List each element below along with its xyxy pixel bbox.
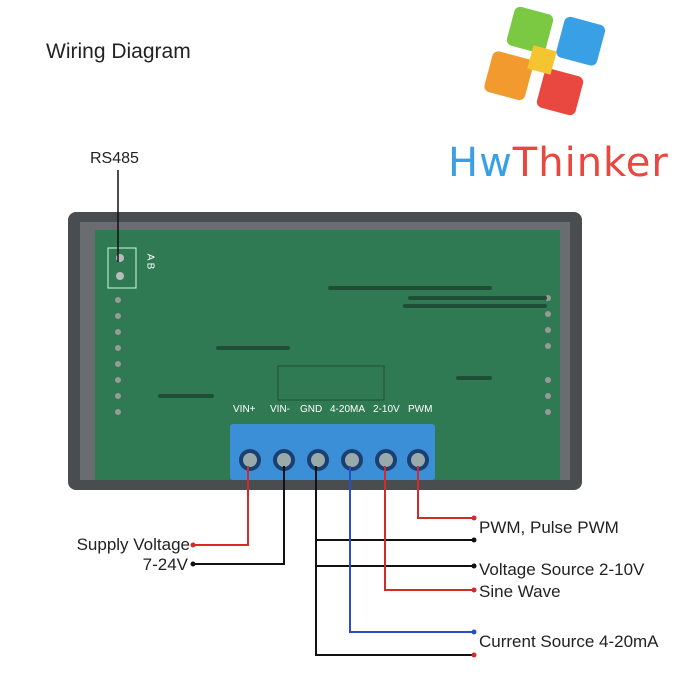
wire-2-10v (384, 466, 474, 591)
brand-part1: Hw (448, 140, 513, 186)
hwthinker-logo-icon (484, 6, 606, 116)
sine-wave-label: Sine Wave (479, 582, 561, 601)
wire-gnd (315, 466, 474, 656)
rs485-label: RS485 (90, 150, 139, 167)
wire-4-20ma (349, 466, 474, 633)
terminal-label: PWM (408, 404, 433, 415)
terminal-label: VIN+ (233, 404, 256, 415)
supply-range-label: 7-24V (142, 555, 188, 574)
brand-part2: Thinker (512, 140, 669, 186)
current-source-label: Current Source 4-20mA (479, 632, 659, 651)
terminal-label: VIN- (270, 404, 290, 415)
wire-vin-minus (193, 466, 285, 565)
diagram-title: Wiring Diagram (46, 40, 191, 63)
terminal-label: GND (300, 404, 323, 415)
wire-vin-plus (193, 466, 249, 546)
rs485-pin-labels: A B (144, 253, 156, 270)
voltage-source-label: Voltage Source 2-10V (479, 560, 645, 579)
terminal-block (230, 424, 435, 480)
brand-name: HwThinker (448, 140, 669, 186)
wire-pwm (417, 466, 474, 519)
supply-voltage-label: Supply Voltage (76, 535, 190, 554)
pwm-label: PWM, Pulse PWM (479, 518, 619, 537)
terminal-label: 2-10V (373, 404, 400, 415)
terminal-label: 4-20MA (330, 404, 366, 415)
